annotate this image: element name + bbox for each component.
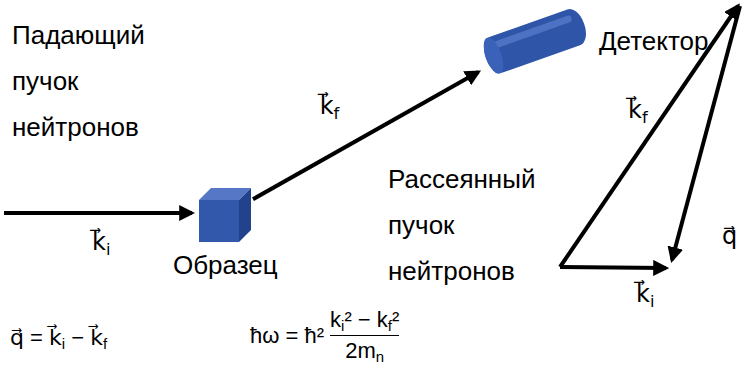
- beam-caption: Падающий пучок нейтронов: [12, 12, 187, 150]
- subscript: f: [642, 108, 648, 127]
- sample-cube: Образец: [197, 186, 253, 244]
- cylinder-highlight: [489, 15, 572, 50]
- fraction-bar: [330, 335, 399, 336]
- subscript: f: [103, 335, 107, 352]
- formula-denominator: 2mn: [345, 337, 384, 365]
- node-label: Детектор: [599, 18, 708, 64]
- formula-main: ħω = ħ²: [250, 322, 324, 350]
- subscript: i: [106, 240, 111, 259]
- fraction-bottom: 2mn: [345, 337, 384, 365]
- formula: q⃗ = k⃗i − k⃗f: [10, 324, 107, 352]
- formula-group: ħω = ħ²ki² − kf² 2mn: [250, 306, 399, 365]
- vector-label: k⃗f: [628, 96, 648, 124]
- edge-label: k⃗f: [320, 92, 340, 120]
- incident-beam-arrow: [4, 211, 192, 215]
- vector-label: q⃗: [722, 222, 737, 250]
- subscript: f: [334, 103, 340, 122]
- cube-side: [239, 188, 251, 242]
- vector-label: k⃗i: [92, 228, 110, 256]
- subscript: f: [388, 317, 392, 334]
- fraction: ki² − kf² 2mn: [330, 306, 399, 365]
- cylinder-group: [480, 6, 591, 77]
- subscript: n: [376, 348, 384, 365]
- node-label: Образец: [173, 242, 278, 288]
- subscript: i: [341, 317, 344, 334]
- detector-cylinder: Детектор: [475, 8, 595, 72]
- cylinder-body: [480, 6, 591, 77]
- vector-label: k⃗i: [636, 280, 654, 308]
- subscript: i: [62, 335, 65, 352]
- kf-vector: [560, 6, 738, 267]
- formula-part: ħω = ħ²: [250, 322, 324, 350]
- subscript: i: [650, 292, 655, 311]
- detector-cylinder-shape: [475, 8, 595, 72]
- cylinder-end: [480, 35, 508, 76]
- formula-numerator: ki² − kf²: [330, 306, 399, 334]
- beam-caption: Рассеянный пучок нейтронов: [388, 156, 578, 294]
- sample-cube-shape: [197, 186, 253, 244]
- ki-vector: [560, 267, 666, 268]
- cube-front: [199, 200, 239, 242]
- fraction-top: ki² − kf²: [330, 306, 399, 334]
